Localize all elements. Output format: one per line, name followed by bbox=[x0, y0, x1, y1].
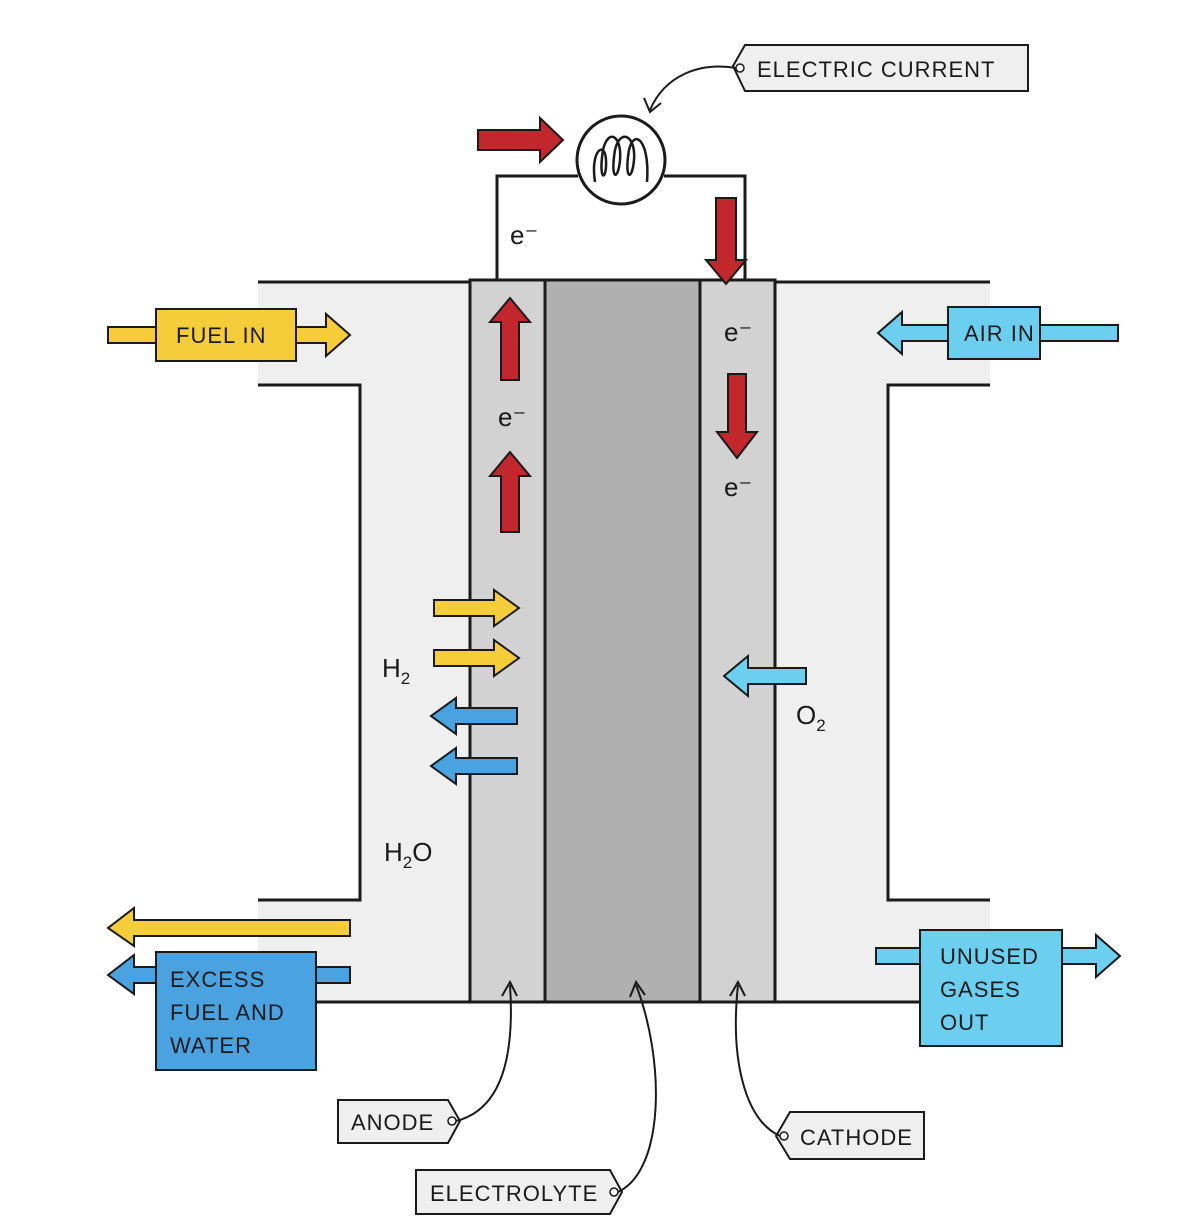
air-in-label: AIR IN bbox=[964, 321, 1035, 346]
external-circuit-wire-right bbox=[664, 174, 747, 280]
electron-arrow-anode-1 bbox=[487, 296, 533, 381]
cathode-pointer-head bbox=[729, 979, 746, 997]
electron-label-wire: e⁻ bbox=[510, 220, 538, 250]
anode-label: ANODE bbox=[351, 1110, 434, 1135]
fuel-in-label: FUEL IN bbox=[176, 323, 267, 348]
electron-label-cathode-top: e⁻ bbox=[724, 317, 752, 347]
electron-arrow-cathode-1 bbox=[714, 373, 760, 460]
electric-current-pointer-head bbox=[643, 97, 662, 114]
h2-arrow-1 bbox=[433, 588, 521, 628]
cathode-pointer bbox=[734, 984, 781, 1137]
electron-arrow-cathode-in bbox=[703, 197, 749, 286]
cathode-tag: CATHODE bbox=[774, 1111, 925, 1160]
unused-label-line-1: UNUSED bbox=[940, 944, 1039, 969]
electric-current-pointer bbox=[649, 65, 737, 111]
electrolyte-tag: ELECTROLYTE bbox=[415, 1169, 624, 1215]
electrolyte-plate bbox=[543, 278, 702, 1004]
o2-arrow bbox=[722, 653, 807, 699]
anode-pointer-head bbox=[501, 979, 518, 997]
o2-label: O2 bbox=[796, 700, 826, 735]
h2o-label: H2O bbox=[384, 837, 432, 872]
unused-label-line-2: GASES bbox=[940, 977, 1021, 1002]
electric-current-label: ELECTRIC CURRENT bbox=[757, 57, 995, 82]
cathode-label: CATHODE bbox=[800, 1125, 913, 1150]
h2-arrow-2 bbox=[433, 638, 521, 678]
excess-label-line-3: WATER bbox=[170, 1033, 252, 1058]
electrolyte-pointer-head bbox=[629, 979, 646, 998]
air-in-arrow: AIR IN bbox=[876, 306, 1119, 360]
electron-label-anode: e⁻ bbox=[498, 402, 526, 432]
excess-fuel-water-arrow: EXCESS FUEL AND WATER bbox=[106, 905, 351, 1071]
h2o-arrow-2 bbox=[429, 746, 518, 786]
fuel-in-arrow: FUEL IN bbox=[107, 308, 352, 362]
anode-pointer bbox=[455, 984, 512, 1122]
electron-arrow-top bbox=[477, 115, 565, 165]
external-circuit-wire bbox=[495, 174, 578, 280]
anode-plate bbox=[468, 278, 547, 1004]
electron-arrow-anode-2 bbox=[487, 450, 533, 533]
unused-gases-out-arrow: UNUSED GASES OUT bbox=[875, 929, 1122, 1047]
electric-current-tag: ELECTRIC CURRENT bbox=[731, 44, 1029, 92]
electrolyte-pointer bbox=[617, 984, 657, 1193]
electrolyte-label: ELECTROLYTE bbox=[430, 1181, 598, 1206]
h2o-arrow-1 bbox=[429, 696, 518, 736]
bulb-icon bbox=[575, 114, 667, 206]
h2-label: H2 bbox=[382, 653, 410, 688]
electron-label-cathode-bottom: e⁻ bbox=[724, 472, 752, 502]
anode-tag: ANODE bbox=[337, 1099, 462, 1144]
excess-label-line-2: FUEL AND bbox=[170, 1000, 285, 1025]
unused-label-line-3: OUT bbox=[940, 1010, 989, 1035]
excess-label-line-1: EXCESS bbox=[170, 967, 265, 992]
